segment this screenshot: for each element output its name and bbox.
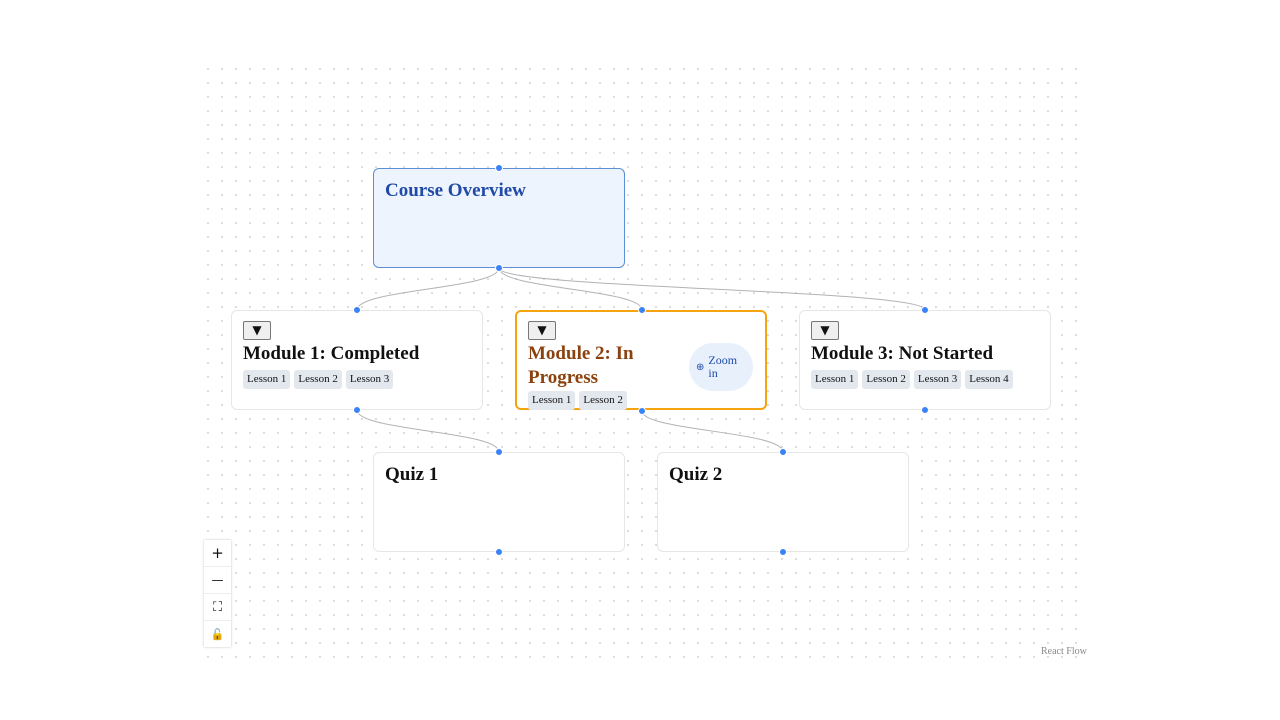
target-handle[interactable] (495, 164, 503, 172)
lesson-chip[interactable]: Lesson 4 (965, 370, 1013, 389)
target-handle[interactable] (638, 306, 646, 314)
node-title: Quiz 2 (669, 464, 723, 485)
node-quiz-2[interactable]: Quiz 2 (657, 452, 909, 552)
target-handle[interactable] (921, 306, 929, 314)
lesson-chip[interactable]: Lesson 2 (579, 391, 627, 410)
zoom-in-label: Zoom in (708, 353, 738, 380)
lesson-list: Lesson 1 Lesson 2 (528, 391, 754, 410)
node-module-1[interactable]: ▼ Module 1: Completed Lesson 1 Lesson 2 … (231, 310, 483, 410)
collapse-toggle-button[interactable]: ▼ (243, 321, 271, 340)
source-handle[interactable] (495, 264, 503, 272)
node-title: Course Overview (385, 180, 526, 201)
plus-icon: + (211, 544, 224, 562)
lesson-chip[interactable]: Lesson 2 (294, 370, 342, 389)
lesson-list: Lesson 1 Lesson 2 Lesson 3 Lesson 4 (811, 370, 1039, 389)
node-title: Module 3: Not Started (811, 343, 994, 364)
collapse-toggle-button[interactable]: ▼ (528, 321, 556, 340)
source-handle[interactable] (353, 406, 361, 414)
zoom-in-button[interactable]: ⊕ Zoom in (689, 343, 753, 391)
node-title: Module 2: In Progress (528, 343, 634, 388)
lesson-chip[interactable]: Lesson 1 (243, 370, 291, 389)
target-handle[interactable] (495, 448, 503, 456)
lesson-chip[interactable]: Lesson 1 (811, 370, 859, 389)
collapse-toggle-button[interactable]: ▼ (811, 321, 839, 340)
node-module-3[interactable]: ▼ Module 3: Not Started Lesson 1 Lesson … (799, 310, 1051, 410)
minus-icon: — (211, 573, 224, 587)
node-title: Quiz 1 (385, 464, 439, 485)
source-handle[interactable] (495, 548, 503, 556)
lesson-chip[interactable]: Lesson 3 (913, 370, 962, 389)
zoom-out-control-button[interactable]: — (204, 567, 231, 594)
target-handle[interactable] (353, 306, 361, 314)
lesson-chip[interactable]: Lesson 1 (528, 391, 576, 410)
lesson-list: Lesson 1 Lesson 2 Lesson 3 (243, 370, 471, 389)
zoom-in-control-button[interactable]: + (204, 540, 231, 567)
target-handle[interactable] (779, 448, 787, 456)
fit-view-icon: ⛶ (212, 599, 223, 615)
flow-controls: + — ⛶ 🔓 (204, 540, 231, 647)
zoom-in-icon: ⊕ (696, 361, 705, 373)
node-module-2[interactable]: ▼ Module 2: In Progress Lesson 1 Lesson … (515, 310, 767, 410)
source-handle[interactable] (921, 406, 929, 414)
lesson-chip[interactable]: Lesson 3 (345, 370, 394, 389)
source-handle[interactable] (779, 548, 787, 556)
node-quiz-1[interactable]: Quiz 1 (373, 452, 625, 552)
react-flow-attribution[interactable]: React Flow (1041, 646, 1087, 657)
lesson-chip[interactable]: Lesson 2 (862, 370, 910, 389)
unlock-icon: 🔓 (210, 627, 225, 641)
node-course-overview[interactable]: Course Overview (373, 168, 625, 268)
source-handle[interactable] (638, 407, 646, 415)
node-title: Module 1: Completed (243, 343, 420, 364)
fit-view-button[interactable]: ⛶ (204, 594, 231, 621)
interactivity-lock-button[interactable]: 🔓 (204, 621, 231, 647)
